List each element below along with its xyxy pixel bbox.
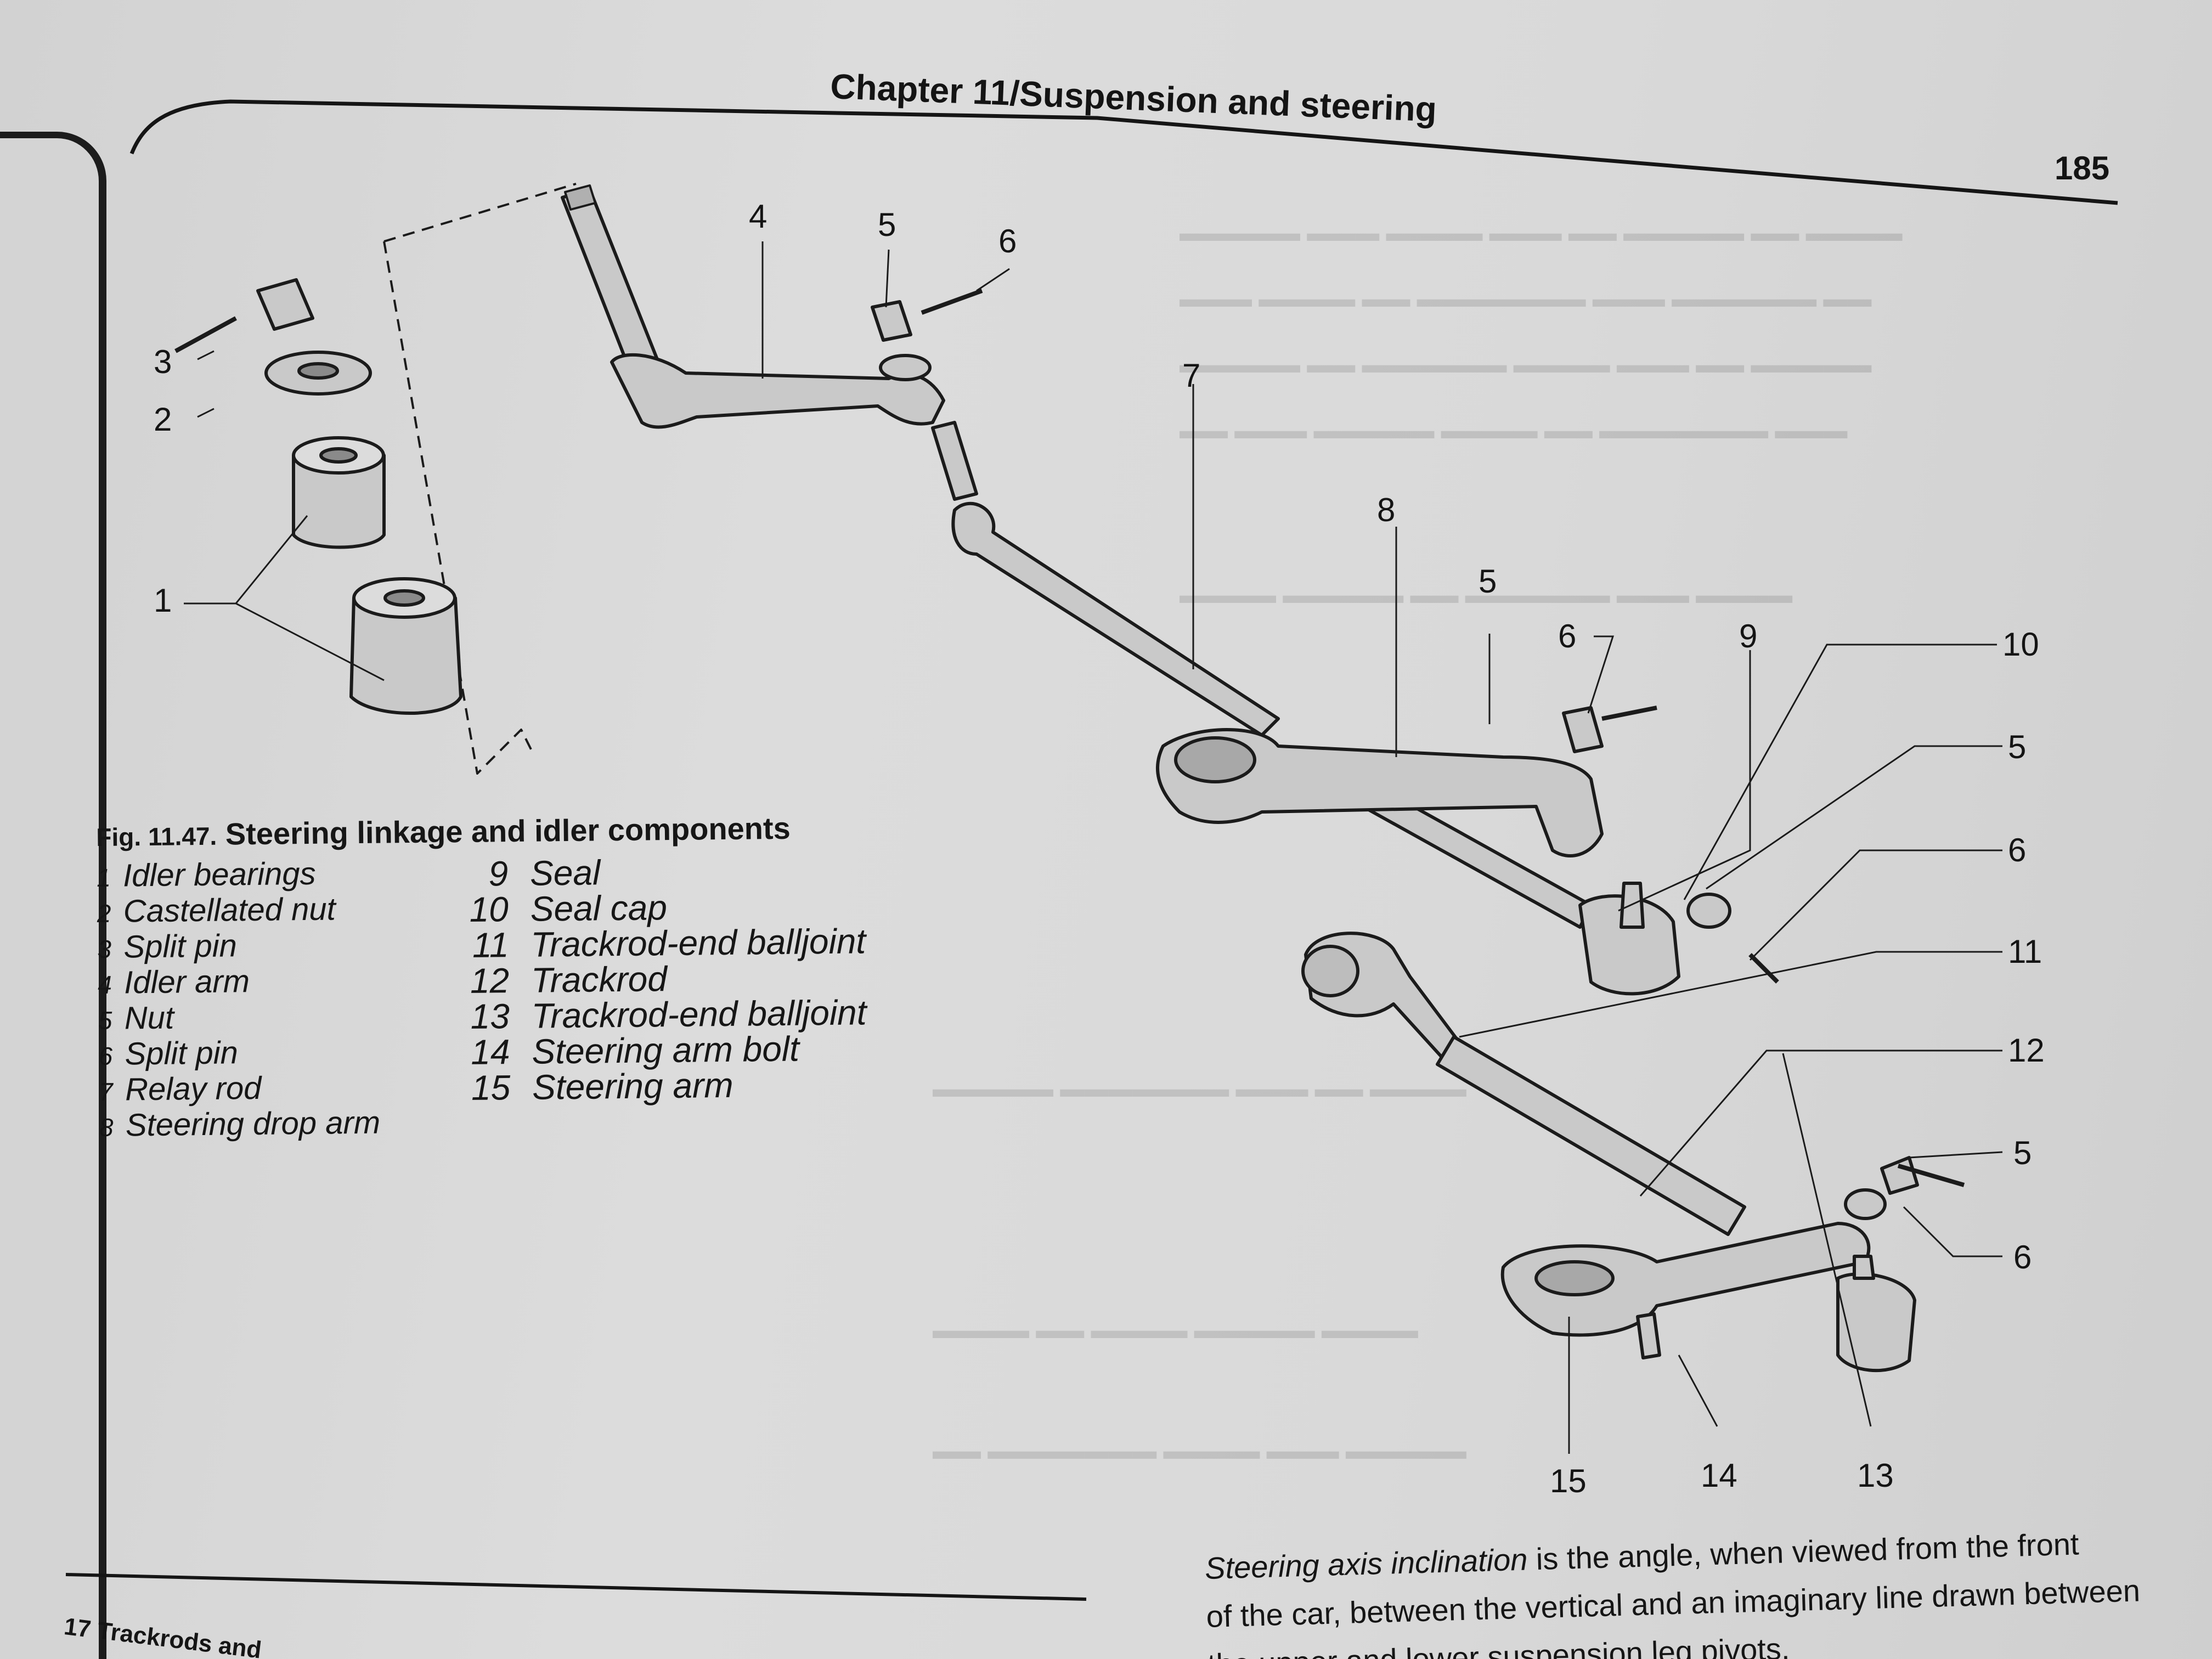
callout-3: 3 bbox=[154, 343, 172, 380]
callout-12: 12 bbox=[2008, 1032, 2045, 1069]
callout-4: 4 bbox=[749, 198, 767, 235]
idler-bearing-lower bbox=[349, 577, 462, 715]
nut bbox=[871, 300, 912, 342]
trackrod bbox=[1436, 1035, 1746, 1236]
trackrod-end-balljoint-left bbox=[1301, 932, 1461, 1066]
header-rule bbox=[129, 99, 2118, 205]
callout-6: 6 bbox=[998, 223, 1017, 259]
callout-1: 1 bbox=[154, 582, 172, 619]
trackrod-end-balljoint-upper bbox=[1578, 882, 1731, 996]
nut bbox=[1880, 1156, 1919, 1195]
callout-9: 9 bbox=[1739, 618, 1757, 654]
callout-6c: 6 bbox=[2008, 832, 2026, 868]
callout-5: 5 bbox=[878, 206, 896, 243]
nut bbox=[1844, 1188, 1887, 1220]
steering-drop-arm bbox=[1156, 728, 1604, 857]
figure-caption: Fig. 11.47. Steering linkage and idler c… bbox=[96, 809, 923, 1165]
relay-rod bbox=[931, 421, 1593, 929]
callout-labels: 4 5 6 7 8 1 2 3 5 6 9 10 5 6 11 12 5 6 1… bbox=[154, 198, 2045, 1499]
callout-5b: 5 bbox=[1479, 563, 1497, 600]
footer-rule bbox=[65, 1573, 1087, 1601]
callout-6d: 6 bbox=[2013, 1239, 2032, 1276]
figure-number: Fig. 11.47. bbox=[96, 821, 217, 851]
facing-page-edge bbox=[0, 132, 106, 1659]
callout-14: 14 bbox=[1701, 1457, 1737, 1494]
idler-bearing-upper bbox=[292, 436, 386, 549]
caption-text: Steering linkage and idler components bbox=[225, 810, 791, 851]
callout-8: 8 bbox=[1377, 492, 1395, 528]
nut bbox=[1562, 706, 1604, 753]
callout-5d: 5 bbox=[2013, 1135, 2032, 1171]
split-pin bbox=[1601, 706, 1657, 721]
callout-11: 11 bbox=[2008, 933, 2042, 970]
split-pin bbox=[921, 289, 983, 315]
callout-7: 7 bbox=[1182, 357, 1200, 394]
idler-arm bbox=[561, 184, 945, 429]
split-pin bbox=[1897, 1164, 1965, 1187]
trackrod-end-balljoint-right bbox=[1836, 1188, 1916, 1373]
castellated-nut bbox=[256, 278, 314, 331]
split-pin bbox=[1748, 953, 1779, 984]
split-pin bbox=[174, 316, 237, 353]
callout-5c: 5 bbox=[2008, 729, 2026, 765]
steering-arm-bolt bbox=[1636, 1312, 1661, 1359]
seal-cap bbox=[1686, 893, 1731, 929]
steering-arm bbox=[1500, 1222, 1871, 1337]
washer bbox=[264, 351, 372, 396]
callout-2: 2 bbox=[154, 401, 172, 438]
assembly-box bbox=[383, 183, 577, 775]
leader-lines bbox=[184, 241, 2003, 1454]
callout-15: 15 bbox=[1550, 1463, 1587, 1499]
callout-6b: 6 bbox=[1558, 618, 1576, 654]
callout-13: 13 bbox=[1857, 1457, 1894, 1494]
callout-10: 10 bbox=[2002, 626, 2039, 663]
page-number: 185 bbox=[2055, 150, 2110, 187]
